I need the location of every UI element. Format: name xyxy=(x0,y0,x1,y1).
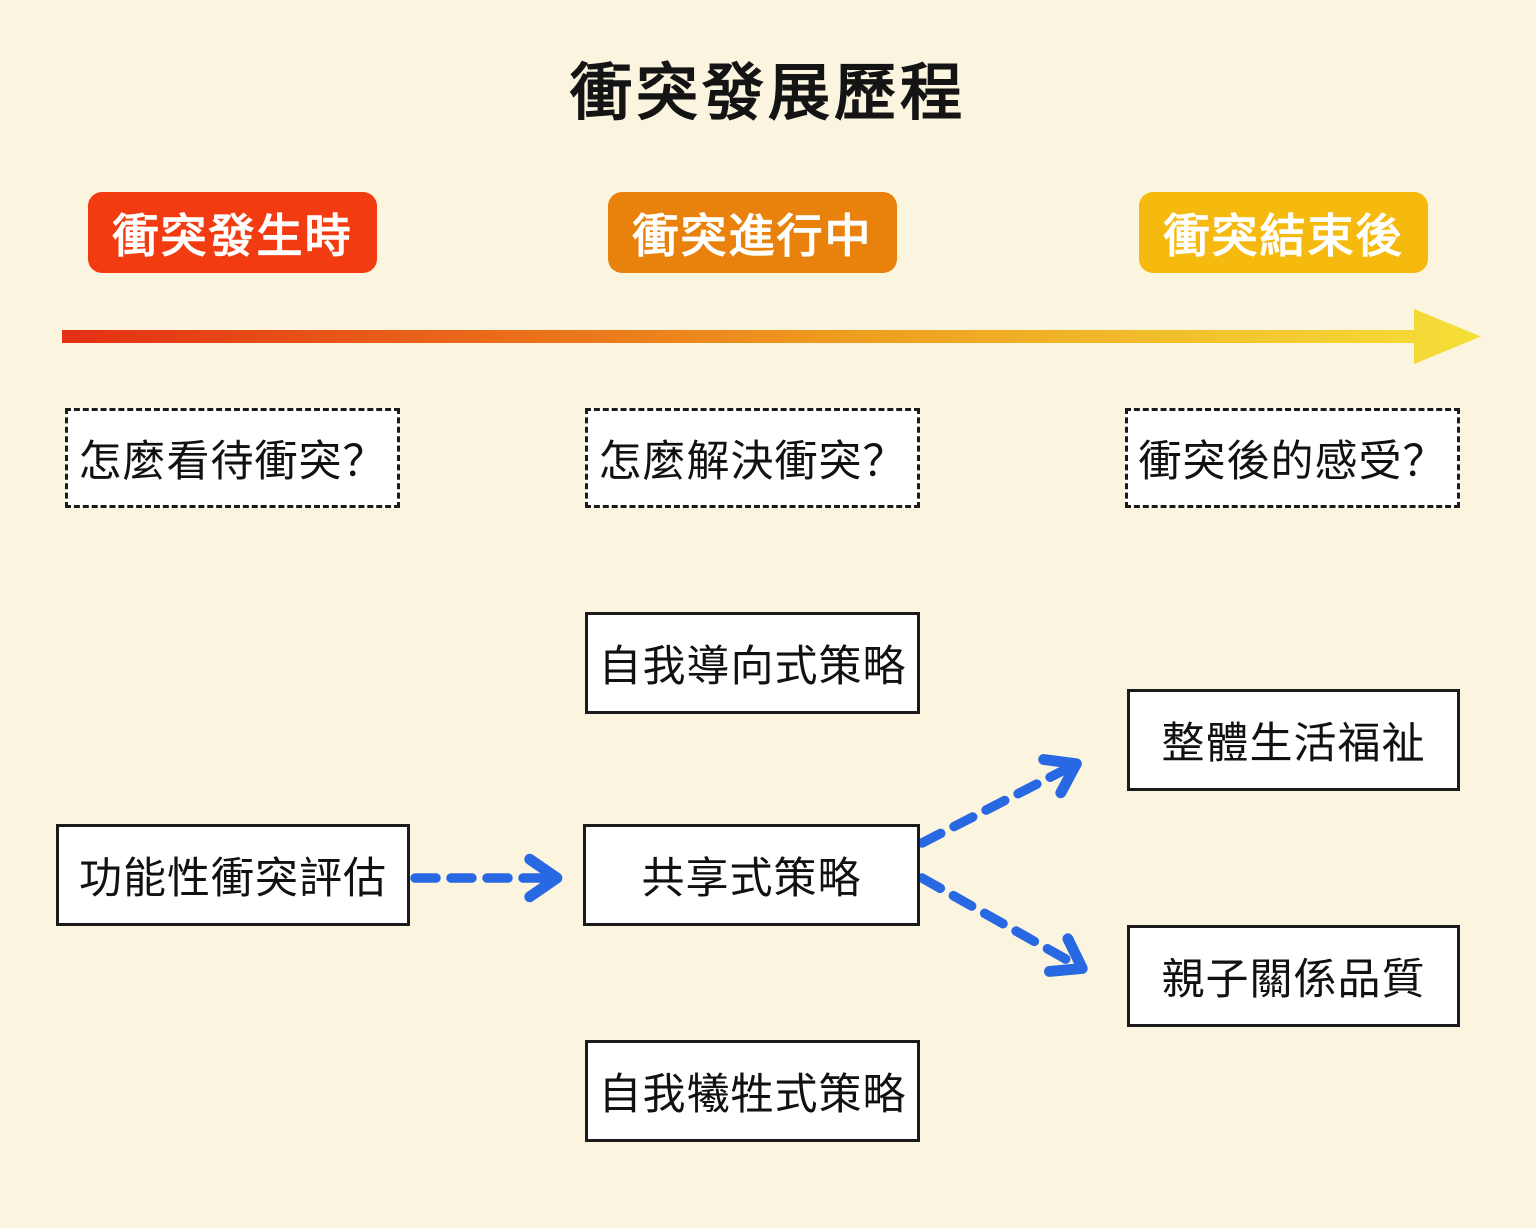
page-title: 衝突發展歷程 xyxy=(569,59,966,128)
stage-badge-conflict-in-progress: 衝突進行中 xyxy=(608,192,897,273)
stage-badge-label: 衝突進行中 xyxy=(632,209,873,262)
stage-badge-conflict-ended: 衝突結束後 xyxy=(1139,192,1428,273)
question-box-resolve-conflict: 怎麼解決衝突？ xyxy=(585,408,920,508)
node-functional-conflict-evaluation: 功能性衝突評估 xyxy=(56,824,410,926)
stage-badge-conflict-onset: 衝突發生時 xyxy=(88,192,377,273)
node-self-sacrificing-strategy: 自我犧牲式策略 xyxy=(585,1040,920,1142)
stage-badge-label: 衝突結束後 xyxy=(1163,209,1404,262)
node-overall-life-wellbeing: 整體生活福祉 xyxy=(1127,689,1460,791)
timeline-arrow-shaft xyxy=(62,330,1418,343)
node-label: 功能性衝突評估 xyxy=(79,855,387,903)
node-label: 親子關係品質 xyxy=(1161,956,1426,1004)
node-label: 整體生活福祉 xyxy=(1161,720,1426,768)
connector-shared-to-wellbeing xyxy=(917,754,1082,848)
question-box-view-conflict: 怎麼看待衝突？ xyxy=(65,408,400,508)
node-parent-child-relationship-quality: 親子關係品質 xyxy=(1127,925,1460,1027)
question-box-feelings-after-conflict: 衝突後的感受？ xyxy=(1125,408,1460,508)
stage-badge-label: 衝突發生時 xyxy=(112,209,353,262)
timeline-arrowhead-icon xyxy=(1414,309,1481,364)
node-label: 自我導向式策略 xyxy=(598,643,907,691)
node-shared-strategy: 共享式策略 xyxy=(583,824,920,926)
node-label: 自我犧牲式策略 xyxy=(598,1071,907,1119)
connector-shared-to-parent-child xyxy=(917,873,1088,977)
timeline-gradient-arrow xyxy=(62,309,1481,364)
question-label: 衝突後的感受？ xyxy=(1138,438,1447,486)
node-label: 共享式策略 xyxy=(641,855,862,903)
question-label: 怎麼看待衝突？ xyxy=(78,438,387,486)
node-self-directed-strategy: 自我導向式策略 xyxy=(585,612,920,714)
question-label: 怎麼解決衝突？ xyxy=(598,438,907,486)
